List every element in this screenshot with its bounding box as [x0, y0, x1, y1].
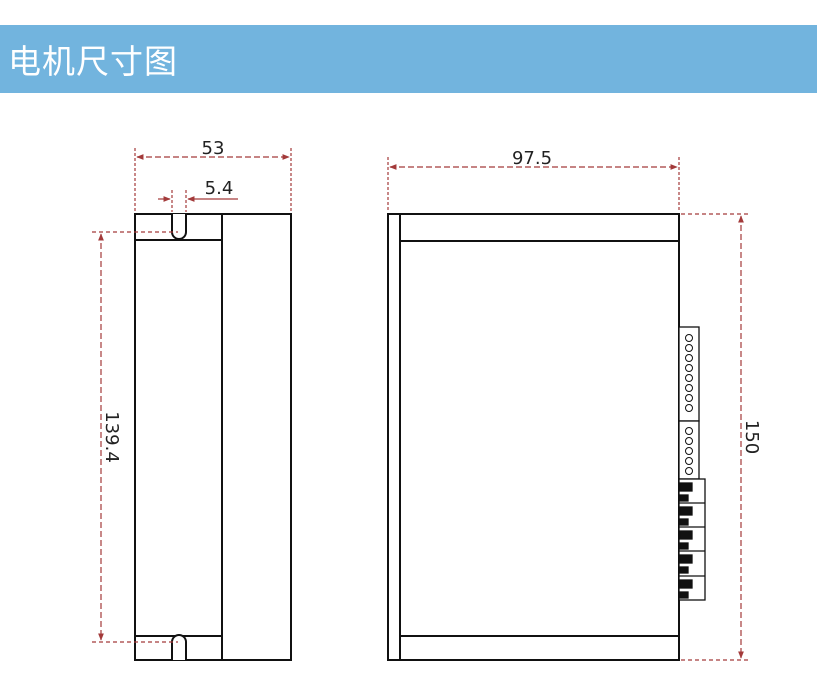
dim-width-label: 53: [202, 138, 225, 159]
dim-mount-height-label: 139.4: [101, 411, 122, 463]
dim-mount-height: [92, 231, 178, 643]
front-view-outline: [387, 213, 680, 661]
dim-width: [134, 148, 292, 212]
dim-slot-label: 5.4: [205, 178, 234, 199]
dim-slot: [158, 190, 238, 212]
dim-height: [681, 213, 748, 661]
power-terminal-block: [678, 478, 706, 601]
terminal-holes: [685, 334, 693, 475]
top-mount-slot: [171, 214, 187, 240]
side-view-outline: [134, 213, 292, 661]
dim-depth: [387, 157, 680, 212]
side-view: [134, 213, 292, 661]
page-title: 电机尺寸图: [8, 42, 178, 81]
signal-terminal-block: [678, 326, 700, 480]
dim-depth-label: 97.5: [512, 148, 552, 169]
front-view: [387, 213, 680, 661]
title-banner: 电机尺寸图: [0, 25, 817, 93]
dim-height-label: 150: [741, 420, 762, 454]
bottom-mount-slot: [171, 634, 187, 660]
